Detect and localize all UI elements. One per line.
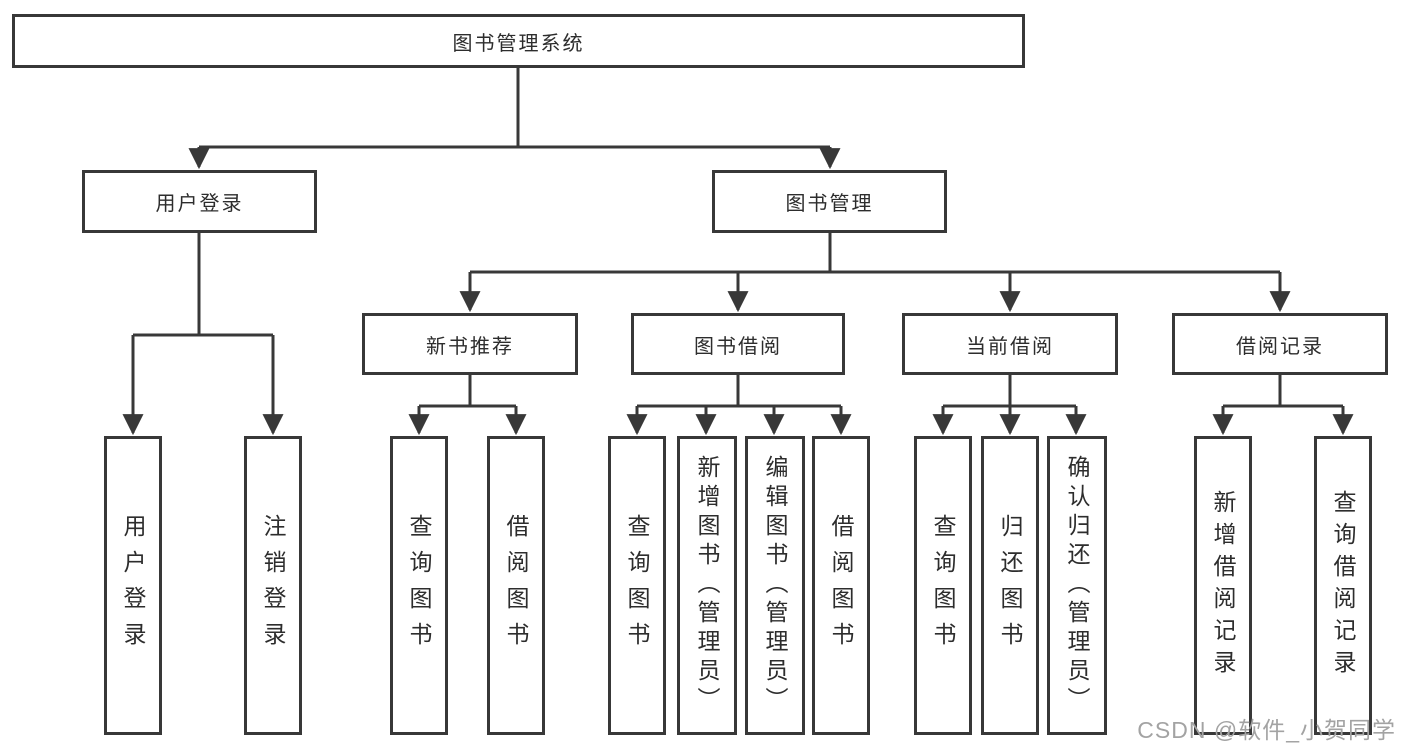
- connector-borrow-to-leaves: [626, 375, 852, 436]
- leaf-borrow-add-books-admin-label: 新增图书（管理员）: [694, 455, 720, 716]
- leaf-borrow-add-books-admin: 新增图书（管理员）: [677, 436, 737, 735]
- connector-current-to-leaves: [932, 375, 1087, 436]
- connector-login-to-leaves: [122, 233, 284, 436]
- leaf-recommend-query-books: 查询图书: [390, 436, 448, 735]
- node-current-borrow-label: 当前借阅: [966, 335, 1054, 358]
- csdn-watermark: CSDN @软件_小贺同学: [1137, 717, 1396, 743]
- connector-recommend-to-leaves: [408, 375, 527, 436]
- leaf-user-login: 用户登录: [104, 436, 162, 735]
- node-root-label: 图书管理系统: [452, 32, 585, 55]
- node-user-login: 用户登录: [82, 170, 317, 233]
- connector-root-to-level2: [188, 68, 841, 170]
- node-borrow-record-label: 借阅记录: [1236, 335, 1324, 358]
- leaf-current-return-books-label: 归还图书: [997, 513, 1023, 658]
- leaf-borrow-borrow-books: 借阅图书: [812, 436, 870, 735]
- leaf-record-query-borrow-record-label: 查询借阅记录: [1330, 489, 1356, 682]
- leaf-current-return-books: 归还图书: [981, 436, 1039, 735]
- node-user-login-label: 用户登录: [155, 193, 244, 215]
- leaf-record-add-borrow-record-label: 新增借阅记录: [1210, 489, 1236, 682]
- leaf-user-login-label: 用户登录: [120, 513, 146, 658]
- node-current-borrow: 当前借阅: [902, 313, 1118, 375]
- leaf-borrow-query-books-label: 查询图书: [624, 513, 650, 658]
- node-book-borrow: 图书借阅: [631, 313, 845, 375]
- leaf-current-confirm-return-admin: 确认归还（管理员）: [1047, 436, 1107, 735]
- node-new-book-recommend-label: 新书推荐: [426, 335, 514, 358]
- leaf-logout-login: 注销登录: [244, 436, 302, 735]
- leaf-record-add-borrow-record: 新增借阅记录: [1194, 436, 1252, 735]
- leaf-logout-login-label: 注销登录: [260, 513, 286, 658]
- leaf-borrow-borrow-books-label: 借阅图书: [828, 513, 854, 658]
- leaf-recommend-query-books-label: 查询图书: [406, 513, 432, 658]
- node-new-book-recommend: 新书推荐: [362, 313, 578, 375]
- node-book-manage: 图书管理: [712, 170, 947, 233]
- node-root: 图书管理系统: [12, 14, 1025, 68]
- connector-records-to-leaves: [1212, 375, 1354, 436]
- node-borrow-record: 借阅记录: [1172, 313, 1388, 375]
- leaf-current-query-books: 查询图书: [914, 436, 972, 735]
- connector-manage-to-level3: [459, 233, 1291, 313]
- node-book-manage-label: 图书管理: [785, 193, 874, 215]
- leaf-recommend-borrow-books: 借阅图书: [487, 436, 545, 735]
- leaf-borrow-query-books: 查询图书: [608, 436, 666, 735]
- leaf-record-query-borrow-record: 查询借阅记录: [1314, 436, 1372, 735]
- leaf-borrow-edit-books-admin-label: 编辑图书（管理员）: [762, 455, 788, 716]
- leaf-current-query-books-label: 查询图书: [930, 513, 956, 658]
- leaf-borrow-edit-books-admin: 编辑图书（管理员）: [745, 436, 805, 735]
- node-book-borrow-label: 图书借阅: [694, 335, 782, 358]
- leaf-current-confirm-return-admin-label: 确认归还（管理员）: [1064, 455, 1090, 716]
- leaf-recommend-borrow-books-label: 借阅图书: [503, 513, 529, 658]
